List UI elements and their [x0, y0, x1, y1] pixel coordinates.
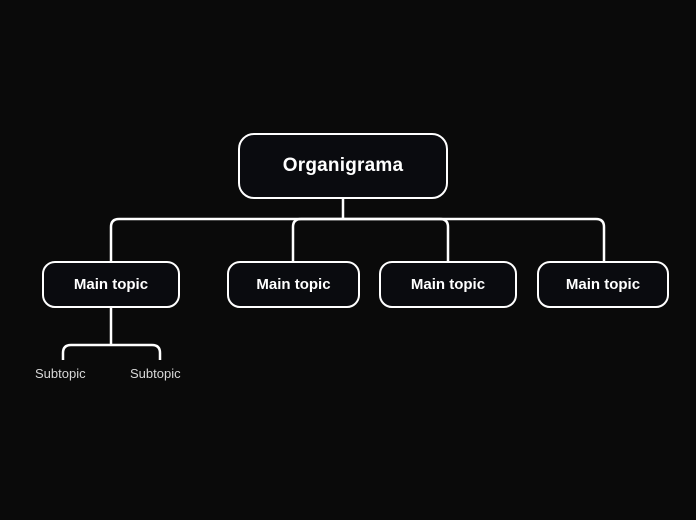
node-main-topic-2-label: Main topic	[256, 276, 331, 293]
connector-subtopic-left	[61, 343, 111, 360]
node-subtopic-1[interactable]: Subtopic	[35, 366, 86, 381]
connector-bar-right	[343, 217, 606, 261]
connector-branch-2	[291, 217, 343, 261]
connector-bar-left	[109, 217, 343, 261]
node-main-topic-1[interactable]: Main topic	[42, 261, 180, 308]
connector-subtopic-right	[111, 343, 162, 360]
node-root-organigrama[interactable]: Organigrama	[238, 133, 448, 199]
node-subtopic-2[interactable]: Subtopic	[130, 366, 181, 381]
node-main-topic-4[interactable]: Main topic	[537, 261, 669, 308]
node-main-topic-3-label: Main topic	[410, 276, 486, 293]
node-main-topic-1-label: Main topic	[73, 276, 149, 293]
node-root-label: Organigrama	[282, 155, 404, 176]
node-main-topic-2[interactable]: Main topic	[227, 261, 360, 308]
connector-branch-3	[343, 217, 450, 261]
node-main-topic-3[interactable]: Main topic	[379, 261, 517, 308]
node-main-topic-4-label: Main topic	[565, 276, 641, 293]
